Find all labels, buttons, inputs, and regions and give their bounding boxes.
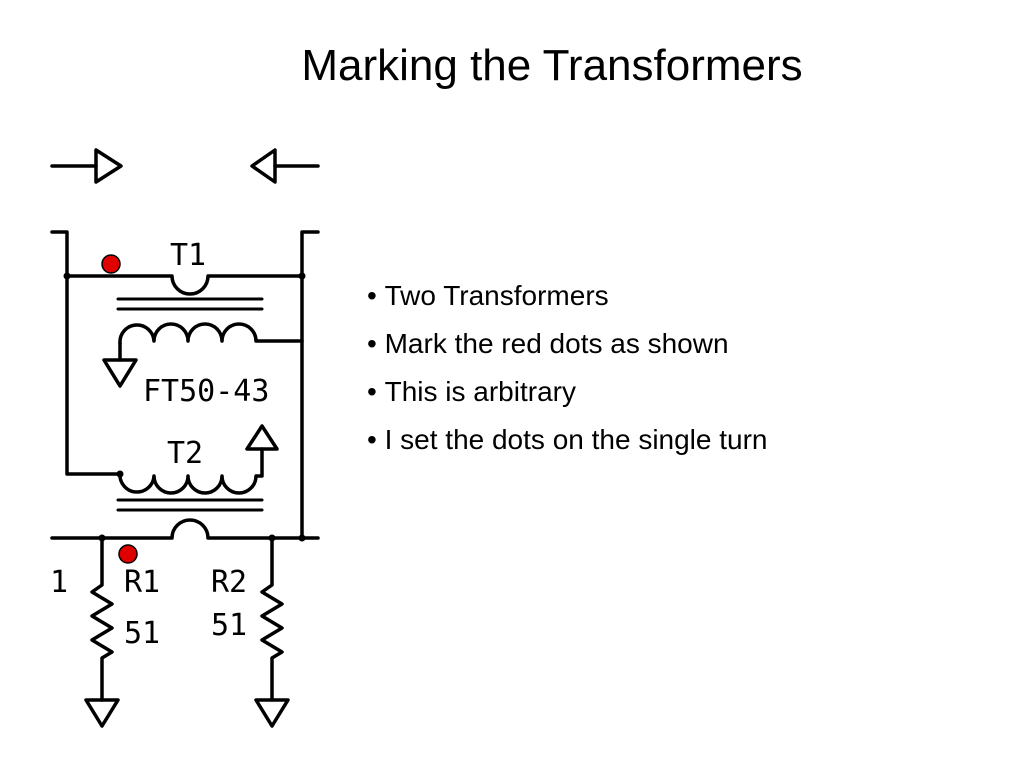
r1-label: R1 xyxy=(124,565,160,600)
bullet-item: Mark the red dots as shown xyxy=(367,320,768,368)
core-type-label: FT50-43 xyxy=(143,374,269,409)
edge-digit-label: 1 xyxy=(50,565,68,600)
left-rail-wire xyxy=(50,230,120,476)
bullet-item: I set the dots on the single turn xyxy=(367,416,768,464)
t1-phase-dot xyxy=(101,254,121,274)
r2-ground-symbol xyxy=(254,698,290,728)
bullet-item: Two Transformers xyxy=(367,272,768,320)
bullet-list: Two Transformers Mark the red dots as sh… xyxy=(367,272,768,464)
junction-dot xyxy=(268,534,276,542)
r2-value-label: 51 xyxy=(211,608,247,643)
t2-coil xyxy=(118,447,264,495)
r2-label: R2 xyxy=(211,565,247,600)
r2-resistor xyxy=(260,536,284,702)
ground-symbol xyxy=(102,358,138,388)
junction-dot xyxy=(63,272,71,280)
right-rail-wire xyxy=(300,230,320,540)
t2-label: T2 xyxy=(167,436,203,471)
r1-resistor xyxy=(90,536,114,702)
bullet-item: This is arbitrary xyxy=(367,368,768,416)
r1-ground-symbol xyxy=(84,698,120,728)
t1-secondary-coil xyxy=(118,322,304,345)
junction-dot xyxy=(116,470,124,478)
junction-dot xyxy=(298,272,306,280)
t2-reference-arrow xyxy=(245,424,279,451)
t1-label: T1 xyxy=(170,238,206,273)
t1-single-turn xyxy=(65,274,304,296)
t2-core xyxy=(116,498,264,512)
junction-dot xyxy=(298,534,306,542)
t1-core xyxy=(116,297,264,311)
t2-phase-dot xyxy=(118,544,138,564)
junction-dot xyxy=(98,534,106,542)
input-port-arrow xyxy=(50,148,123,184)
r1-value-label: 51 xyxy=(124,616,160,651)
slide-title: Marking the Transformers xyxy=(301,41,803,90)
t2-single-turn xyxy=(50,518,320,540)
output-port-arrow xyxy=(250,148,320,184)
